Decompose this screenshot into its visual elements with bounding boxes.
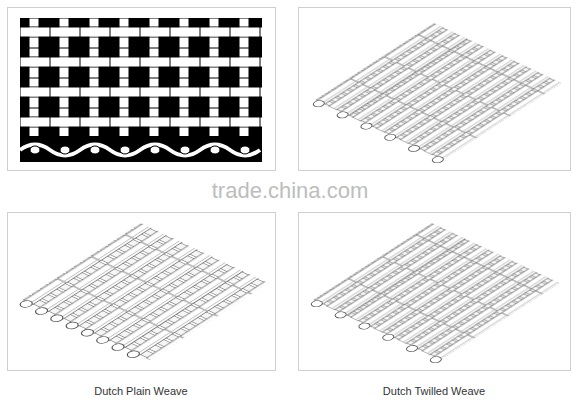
plain-weave-figure <box>20 18 262 162</box>
twill-weave-figure <box>309 23 562 164</box>
dutch-twill-figure <box>307 223 560 364</box>
watermark: trade.china.com <box>212 178 369 204</box>
figure-caption: Dutch Plain Weave <box>94 385 187 397</box>
panel-frame <box>8 213 276 371</box>
panel-frame <box>8 8 276 171</box>
figure-caption: Dutch Twilled Weave <box>383 385 485 397</box>
dutch-plain-figure <box>16 223 268 364</box>
panel-frame <box>299 8 571 171</box>
panel-frame <box>299 213 571 371</box>
